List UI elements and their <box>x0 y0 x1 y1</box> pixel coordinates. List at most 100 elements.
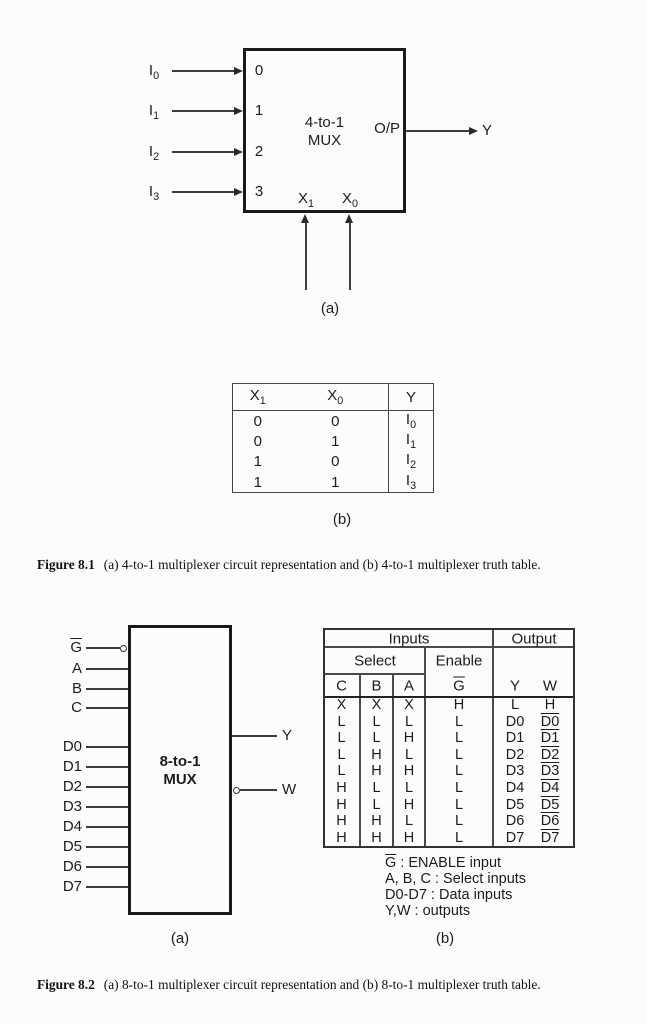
arrow-right-icon <box>234 147 243 156</box>
mux4-input-wire <box>172 70 235 72</box>
truth-table-cell: 0 <box>253 432 262 450</box>
mux4-box-subtitle: MUX <box>307 132 342 149</box>
mux8-pin-label: D0 <box>62 738 82 755</box>
truth-table-cell: 1 <box>253 473 262 491</box>
truth-table-cell: D7 <box>540 829 560 846</box>
mux8-pin-wire <box>86 746 128 748</box>
mux8-output-wire <box>240 789 277 791</box>
mux8-box-subtitle: MUX <box>163 771 197 788</box>
truth-table-cell: H <box>336 796 347 813</box>
mux8-pin-wire <box>86 688 128 690</box>
truth-table-cell: 1 <box>282 472 389 493</box>
truth-table-cell: D0 <box>540 713 560 730</box>
column-header: B <box>371 677 382 694</box>
mux8-pin-label: D5 <box>62 838 82 855</box>
truth-table-cell: H <box>403 730 415 747</box>
truth-table-row: 0 1 I1 <box>233 431 434 452</box>
enable-group-header: Enable <box>435 652 483 669</box>
truth-table-cell: 1 <box>253 453 262 471</box>
inverter-bubble-icon <box>233 786 240 794</box>
truth-table-cell: L <box>454 813 464 830</box>
column-header: G <box>453 677 465 694</box>
mux8-pin-wire <box>86 846 128 848</box>
truth-table-cell: D7 <box>505 829 525 846</box>
mux8-output-label: W <box>282 781 297 798</box>
mux4-pin-number: 3 <box>254 183 264 200</box>
truth-table-cell: H <box>403 796 415 813</box>
table-vline <box>392 674 394 846</box>
truth-table-cell: L <box>337 730 346 747</box>
truth-table-cell: D2 <box>505 746 525 763</box>
truth-table-cell: L <box>454 780 464 797</box>
legend-term: A, B, C <box>385 871 431 887</box>
output-group-header: Output <box>511 630 557 647</box>
mux4-input-label: I1 <box>148 102 160 122</box>
truth-table-cell: D2 <box>540 746 560 763</box>
mux4-pin-number: 0 <box>254 62 264 79</box>
truth-table-cell: H <box>453 697 465 714</box>
truth-table-cell: H <box>336 829 347 846</box>
truth-table-cell: H <box>336 780 347 797</box>
figure2a-sublabel: (a) <box>170 930 190 947</box>
truth-table-cell: D0 <box>505 713 525 730</box>
mux8-pin-wire <box>86 786 128 788</box>
truth-table-header: X0 <box>282 383 389 411</box>
inputs-group-header: Inputs <box>388 630 430 647</box>
mux4-input-label: I2 <box>148 143 160 163</box>
column-header: Y <box>509 677 521 694</box>
legend-item: Y,W : outputs <box>385 903 526 919</box>
truth-table-cell: L <box>454 713 464 730</box>
figure2-caption-text: (a) 8-to-1 multiplexer circuit represent… <box>103 977 541 992</box>
truth-table-cell: D5 <box>505 796 525 813</box>
mux4-box-label: 4-to-1 MUX <box>243 114 406 150</box>
mux8-pin-label: A <box>71 660 82 677</box>
mux4-pin-number: 2 <box>254 143 264 160</box>
truth-table-cell: H <box>403 763 415 780</box>
arrow-right-icon <box>234 106 243 115</box>
mux4-output-wire <box>406 130 469 132</box>
truth-table-cell: H <box>336 813 347 830</box>
mux4-select-wire <box>305 222 307 290</box>
mux4-select-label: X0 <box>341 190 359 210</box>
select-group-header: Select <box>354 652 396 669</box>
truth-table-cell: I1 <box>405 430 417 451</box>
figure2-caption-label: Figure 8.2 <box>37 977 95 992</box>
mux4-select-wire <box>349 222 351 290</box>
truth-table-cell: 1 <box>282 431 389 452</box>
mux8-pin-wire <box>86 826 128 828</box>
truth-table-cell: D4 <box>540 780 560 797</box>
truth-table-cell: I2 <box>405 451 417 472</box>
mux4-input-label: I0 <box>148 62 160 82</box>
legend-item: D0-D7 : Data inputs <box>385 887 526 903</box>
truth-table-cell: D1 <box>540 730 560 747</box>
mux8-pin-wire <box>86 886 128 888</box>
truth-table-cell: L <box>454 730 464 747</box>
truth-table-cell: H <box>544 697 556 714</box>
truth-table-cell: D3 <box>505 763 525 780</box>
truth-table-cell: L <box>372 730 381 747</box>
truth-table-cell: L <box>404 713 414 730</box>
legend-item: A, B, C : Select inputs <box>385 871 526 887</box>
mux8-pin-label: D3 <box>62 798 82 815</box>
figure2-caption: Figure 8.2 (a) 8-to-1 multiplexer circuit… <box>37 977 541 993</box>
truth-table-cell: L <box>337 746 346 763</box>
figure1-caption: Figure 8.1(a) 4-to-1 multiplexer circuit… <box>37 557 541 573</box>
table-heavy-line <box>325 695 573 698</box>
legend-desc: : Data inputs <box>426 887 513 903</box>
arrow-right-icon <box>234 66 243 75</box>
mux4-output-signal-label: Y <box>482 122 493 139</box>
arrow-right-icon <box>234 187 243 196</box>
table-hline <box>325 673 425 675</box>
table-vline <box>359 674 361 846</box>
truth-table-cell: X <box>336 697 347 714</box>
column-header: W <box>542 677 558 694</box>
arrow-up-icon <box>301 214 309 223</box>
truth-table-cell: L <box>337 713 346 730</box>
arrow-up-icon <box>345 214 353 223</box>
truth-table-header: X1 <box>232 383 283 411</box>
figure1a-sublabel: (a) <box>320 300 340 317</box>
